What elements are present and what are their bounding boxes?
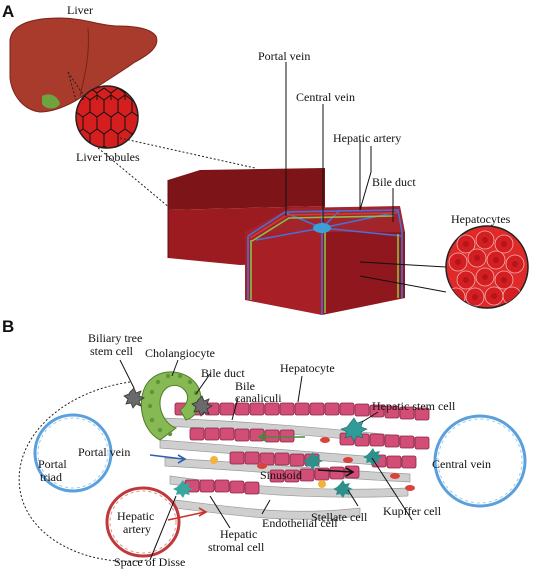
bile-duct-tube [140, 371, 202, 441]
label-kupffer-cell: Kupffer cell [383, 504, 442, 518]
portal-triad-outline [18, 381, 149, 562]
stellate-cell-shape-2 [333, 480, 353, 498]
hepatic-artery-ring [105, 486, 181, 558]
label-bile-duct-b: Bile duct [201, 366, 245, 380]
label-portal-vein-a: Portal vein [258, 49, 310, 63]
central-vein-ring [433, 414, 527, 508]
label-hepatocyte: Hepatocyte [280, 361, 335, 375]
label-portal-triad-2: triad [40, 470, 62, 484]
hepatocytes-detail [445, 225, 529, 309]
label-liver: Liver [67, 3, 93, 17]
zoom-guides-a [67, 71, 256, 209]
label-biliary-tree-2: stem cell [90, 344, 134, 358]
label-central-vein-b: Central vein [432, 457, 491, 471]
label-hepatic-artery-a: Hepatic artery [333, 131, 401, 145]
label-liver-lobules: Liver lobules [76, 150, 140, 164]
lobule-block [167, 168, 405, 315]
hepatocyte-row-3 [229, 451, 320, 467]
biliary-stem-cells [123, 387, 213, 417]
liver-organ [9, 17, 158, 113]
label-portal-vein-b: Portal vein [78, 445, 130, 459]
label-bile-canaliculi-2: canaliculi [235, 391, 282, 405]
hepatocyte-row-1 [174, 402, 430, 421]
label-hepatic-stem-cell: Hepatic stem cell [372, 399, 456, 413]
label-portal-triad-1: Portal [38, 457, 67, 471]
hepatic-stem-cell-shape [340, 417, 368, 442]
label-central-vein-a: Central vein [296, 90, 355, 104]
panel-a-letter: A [2, 2, 14, 21]
label-sinusoid: Sinusoid [260, 468, 302, 482]
label-hepatic-stromal-2: stromal cell [208, 540, 265, 554]
label-stellate-cell: Stellate cell [311, 510, 368, 524]
red-blood-cells [257, 437, 415, 491]
annotation-lines-b [119, 359, 413, 561]
label-hepatic-stromal-1: Hepatic [220, 527, 257, 541]
panel-b-letter: B [2, 317, 14, 336]
orange-cells [210, 456, 326, 488]
label-hepatocytes: Hepatocytes [451, 212, 511, 226]
hepatocyte-row-2 [189, 427, 430, 450]
label-bile-canaliculi-1: Bile [235, 379, 255, 393]
label-cholangiocyte: Cholangiocyte [145, 346, 215, 360]
stellate-cell-shape-1 [303, 452, 323, 470]
label-bile-duct-a: Bile duct [372, 175, 416, 189]
label-hepatic-artery-2: artery [123, 522, 151, 536]
label-biliary-tree-1: Biliary tree [88, 331, 142, 345]
flow-arrows [149, 432, 355, 521]
liver-lobules-detail [75, 85, 139, 149]
label-endothelial-cell: Endothelial cell [262, 516, 338, 530]
kupffer-cell-shape [363, 448, 383, 466]
annotation-lines-a [285, 62, 447, 293]
label-hepatic-artery-1: Hepatic [117, 509, 154, 523]
portal-vein-ring [33, 413, 113, 493]
hepatic-stromal-cell-shape [173, 480, 193, 498]
misc-cells [173, 417, 415, 498]
hepatocyte-plates [174, 402, 430, 495]
label-space-of-disse: Space of Disse [114, 555, 185, 569]
